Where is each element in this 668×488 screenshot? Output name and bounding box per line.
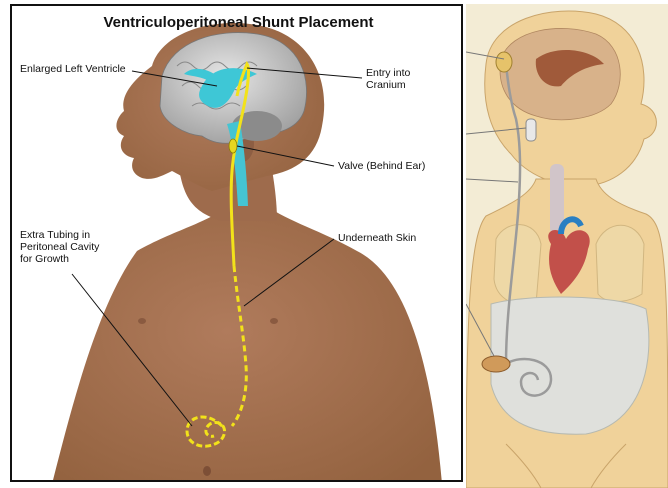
left-illustration-panel: Ventriculoperitoneal Shunt Placement Enl… — [10, 4, 463, 482]
label-enlarged-ventricle: Enlarged Left Ventricle — [20, 63, 126, 75]
nipple-right — [270, 318, 278, 324]
label-valve: Valve (Behind Ear) — [338, 160, 425, 172]
child-valve — [526, 119, 536, 141]
child-incision — [482, 356, 510, 372]
navel — [203, 466, 211, 476]
label-underneath-skin: Underneath Skin — [338, 232, 416, 244]
child-peritoneum — [491, 297, 649, 434]
right-anatomical-panel — [466, 4, 668, 488]
torso — [52, 206, 442, 482]
label-entry-cranium: Entry into Cranium — [366, 67, 410, 91]
diagram-title: Ventriculoperitoneal Shunt Placement — [12, 14, 463, 31]
child-lung-left — [494, 225, 541, 306]
nipple-left — [138, 318, 146, 324]
child-lung-right — [596, 225, 644, 301]
shunt-valve — [229, 139, 237, 153]
anatomical-painting — [466, 4, 668, 488]
label-extra-tubing: Extra Tubing in Peritoneal Cavity for Gr… — [20, 229, 99, 265]
child-reservoir — [496, 52, 512, 72]
